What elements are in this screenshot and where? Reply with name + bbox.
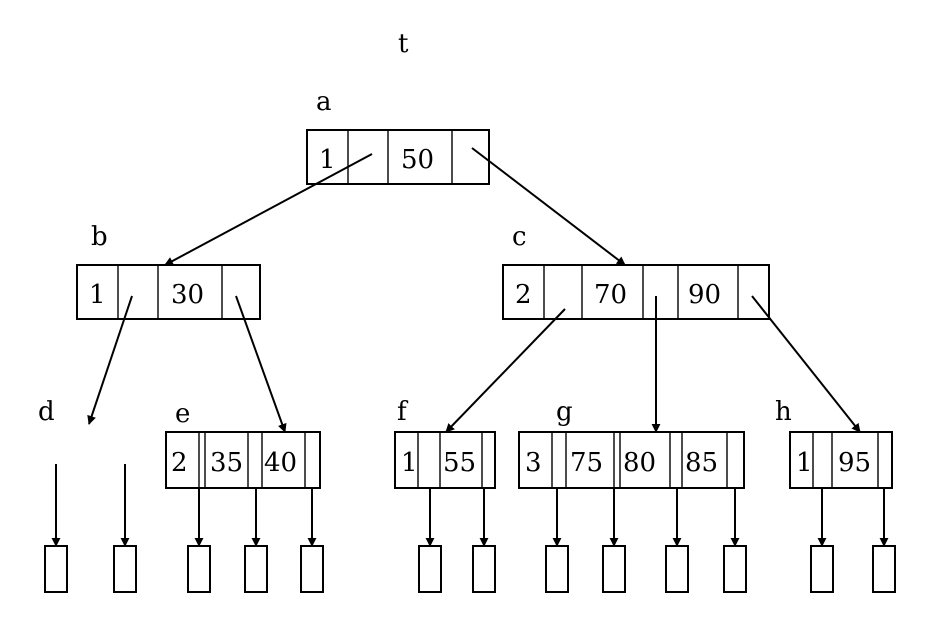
leaf-box-e-3 [300, 545, 324, 593]
node-c-count: 2 [515, 280, 532, 310]
node-a-count: 1 [319, 145, 336, 175]
node-e-count: 2 [171, 448, 188, 478]
node-label-d: d [38, 397, 55, 427]
node-h-count: 1 [796, 448, 813, 478]
node-e-key-2: 40 [264, 448, 297, 478]
leaf-box-f-2 [472, 545, 496, 593]
node-c-key-2: 90 [688, 280, 721, 310]
edge-c-h [751, 295, 861, 433]
node-b: 1 30 [76, 264, 261, 320]
leaf-box-g-2 [602, 545, 626, 593]
node-label-f: f [397, 397, 409, 427]
edge-a-c [471, 147, 626, 266]
node-g: 3 75 80 85 [518, 431, 745, 489]
node-label-e: e [175, 399, 190, 429]
node-a: 1 50 [306, 129, 490, 185]
node-c-key-1: 70 [594, 280, 627, 310]
leaf-box-g-3 [665, 545, 689, 593]
node-label-c: c [512, 222, 527, 252]
node-label-a: a [316, 87, 332, 117]
edge-c-f [445, 308, 566, 433]
edge-b-d [87, 295, 133, 425]
node-e-key-1: 35 [210, 448, 243, 478]
node-f: 1 55 [394, 431, 496, 489]
node-g-key-2: 80 [623, 448, 656, 478]
tree-name-label: t [398, 29, 409, 59]
node-label-h: h [775, 397, 792, 427]
leaf-box-h-1 [810, 545, 834, 593]
node-g-key-1: 75 [570, 448, 603, 478]
node-h: 1 95 [789, 431, 893, 489]
leaf-box-d-2 [113, 545, 137, 593]
node-b-count: 1 [89, 280, 106, 310]
node-e: 2 35 40 [165, 431, 321, 489]
node-a-key-1: 50 [401, 145, 434, 175]
node-c: 2 70 90 [502, 264, 770, 320]
edge-b-e [235, 295, 287, 433]
node-g-key-3: 85 [685, 448, 718, 478]
leaf-box-g-4 [723, 545, 747, 593]
leaf-box-e-2 [244, 545, 268, 593]
leaf-pointers [44, 464, 896, 593]
node-f-key-1: 55 [443, 448, 476, 478]
leaf-box-e-1 [187, 545, 211, 593]
leaf-box-d-1 [44, 545, 68, 593]
node-f-count: 1 [401, 448, 418, 478]
node-label-g: g [556, 397, 573, 427]
node-b-key-1: 30 [171, 280, 204, 310]
node-h-key-1: 95 [838, 448, 871, 478]
edge-a-b [164, 153, 373, 266]
leaf-box-f-1 [418, 545, 442, 593]
leaf-box-h-2 [872, 545, 896, 593]
node-g-count: 3 [525, 448, 542, 478]
node-label-b: b [91, 222, 108, 252]
leaf-box-g-1 [545, 545, 569, 593]
